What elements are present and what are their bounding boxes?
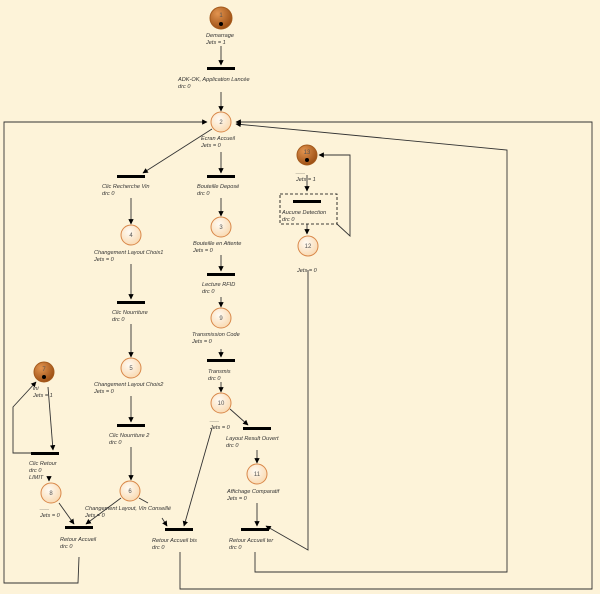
place-number: 3 bbox=[219, 225, 223, 231]
transition-label: Aucune Detection bbox=[281, 210, 326, 216]
transition-drc: drc 0 bbox=[60, 544, 73, 550]
place-jets: Jets = 0 bbox=[226, 496, 248, 502]
transition-limit: LIMIT bbox=[29, 475, 44, 481]
token-icon bbox=[219, 22, 223, 26]
place-jets: Jets = 1 bbox=[295, 177, 316, 183]
arcs bbox=[3, 46, 593, 590]
transition-drc: drc 0 bbox=[208, 376, 221, 382]
transition-label: Retour Accueil bis bbox=[152, 538, 197, 544]
place-number: 10 bbox=[218, 401, 225, 407]
transition-drc: drc 0 bbox=[29, 468, 42, 474]
place-jets: Jets = 0 bbox=[209, 425, 231, 431]
place-10[interactable]: 10 ___ Jets = 0 bbox=[209, 392, 232, 431]
place-13[interactable]: 13 ___ Jets = 1 bbox=[295, 144, 318, 183]
place-jets: Jets = 0 bbox=[296, 268, 318, 274]
transition-label: Clic Nourriture 2 bbox=[109, 433, 150, 439]
transition-drc: drc 0 bbox=[112, 317, 125, 323]
transition-drc: drc 0 bbox=[178, 84, 191, 90]
transition-drc: drc 0 bbox=[109, 440, 122, 446]
transition-drc: drc 0 bbox=[152, 545, 165, 551]
place-number: 2 bbox=[219, 120, 223, 126]
transition-drc: drc 0 bbox=[226, 443, 239, 449]
transition-label: Retour Accueil bbox=[60, 537, 97, 543]
place-label: Affichage Comparatif bbox=[226, 489, 281, 495]
transition-drc: drc 0 bbox=[102, 191, 115, 197]
place-jets: Jets = 0 bbox=[93, 257, 115, 263]
place-jets: Jets = 0 bbox=[39, 513, 61, 519]
transition-drc: drc 0 bbox=[282, 217, 295, 223]
place-jets: Jets = 0 bbox=[192, 248, 214, 254]
transition-label: Clic Retour bbox=[29, 461, 58, 467]
place-label: Changement Layout, Vin Conseillé bbox=[85, 506, 171, 512]
token-icon bbox=[42, 375, 46, 379]
place-8[interactable]: 8 ___ Jets = 0 bbox=[39, 482, 62, 519]
place-label: Changement Layout Choix1 bbox=[94, 250, 163, 256]
token-icon bbox=[305, 158, 309, 162]
place-number: 13 bbox=[304, 150, 311, 156]
transition-drc: drc 0 bbox=[197, 191, 210, 197]
place-12[interactable]: 12 Jets = 0 bbox=[296, 235, 319, 274]
place-jets: Jets = 0 bbox=[200, 143, 222, 149]
place-label: Changement Layout Choix2 bbox=[94, 382, 164, 388]
selection-box bbox=[279, 193, 338, 225]
place-label: Transmission Code bbox=[192, 332, 240, 338]
place-label: Bouteille en Attente bbox=[193, 241, 241, 247]
transition-label: Bouteille Deposé bbox=[197, 184, 239, 190]
place-number: 12 bbox=[305, 244, 312, 250]
transition-label: Clic Nourriture bbox=[112, 310, 148, 316]
place-label: ___ bbox=[209, 417, 219, 423]
transition-label: Lecture RFID bbox=[202, 282, 235, 288]
place-number: 8 bbox=[49, 491, 53, 497]
place-label: ___ bbox=[295, 169, 305, 175]
place-number: 7 bbox=[42, 367, 46, 373]
place-number: 6 bbox=[128, 489, 132, 495]
place-label: Ecran Accueil bbox=[201, 136, 236, 142]
transition-drc: drc 0 bbox=[202, 289, 215, 295]
place-label: Demarrage bbox=[206, 33, 234, 39]
transition-label: Retour Accueil ter bbox=[229, 538, 274, 544]
transition-label: Transmis bbox=[208, 369, 231, 375]
place-jets: Jets = 0 bbox=[84, 513, 106, 519]
place-label: ini bbox=[33, 386, 39, 392]
transition-label: ADK-OK, Application Lancée bbox=[177, 77, 250, 83]
place-jets: Jets = 1 bbox=[32, 393, 53, 399]
place-number: 5 bbox=[129, 366, 133, 372]
place-number: 4 bbox=[129, 233, 133, 239]
place-number: 9 bbox=[219, 316, 223, 322]
place-label: ___ bbox=[39, 505, 49, 511]
place-jets: Jets = 0 bbox=[93, 389, 115, 395]
transition-drc: drc 0 bbox=[229, 545, 242, 551]
transition-label: Layout Result Ouvert bbox=[226, 436, 279, 442]
transition-label: Clic Recherche Vin bbox=[102, 184, 149, 190]
place-jets: Jets = 1 bbox=[205, 40, 226, 46]
place-jets: Jets = 0 bbox=[191, 339, 213, 345]
place-number: 11 bbox=[254, 472, 261, 478]
place-number: 1 bbox=[219, 13, 223, 19]
